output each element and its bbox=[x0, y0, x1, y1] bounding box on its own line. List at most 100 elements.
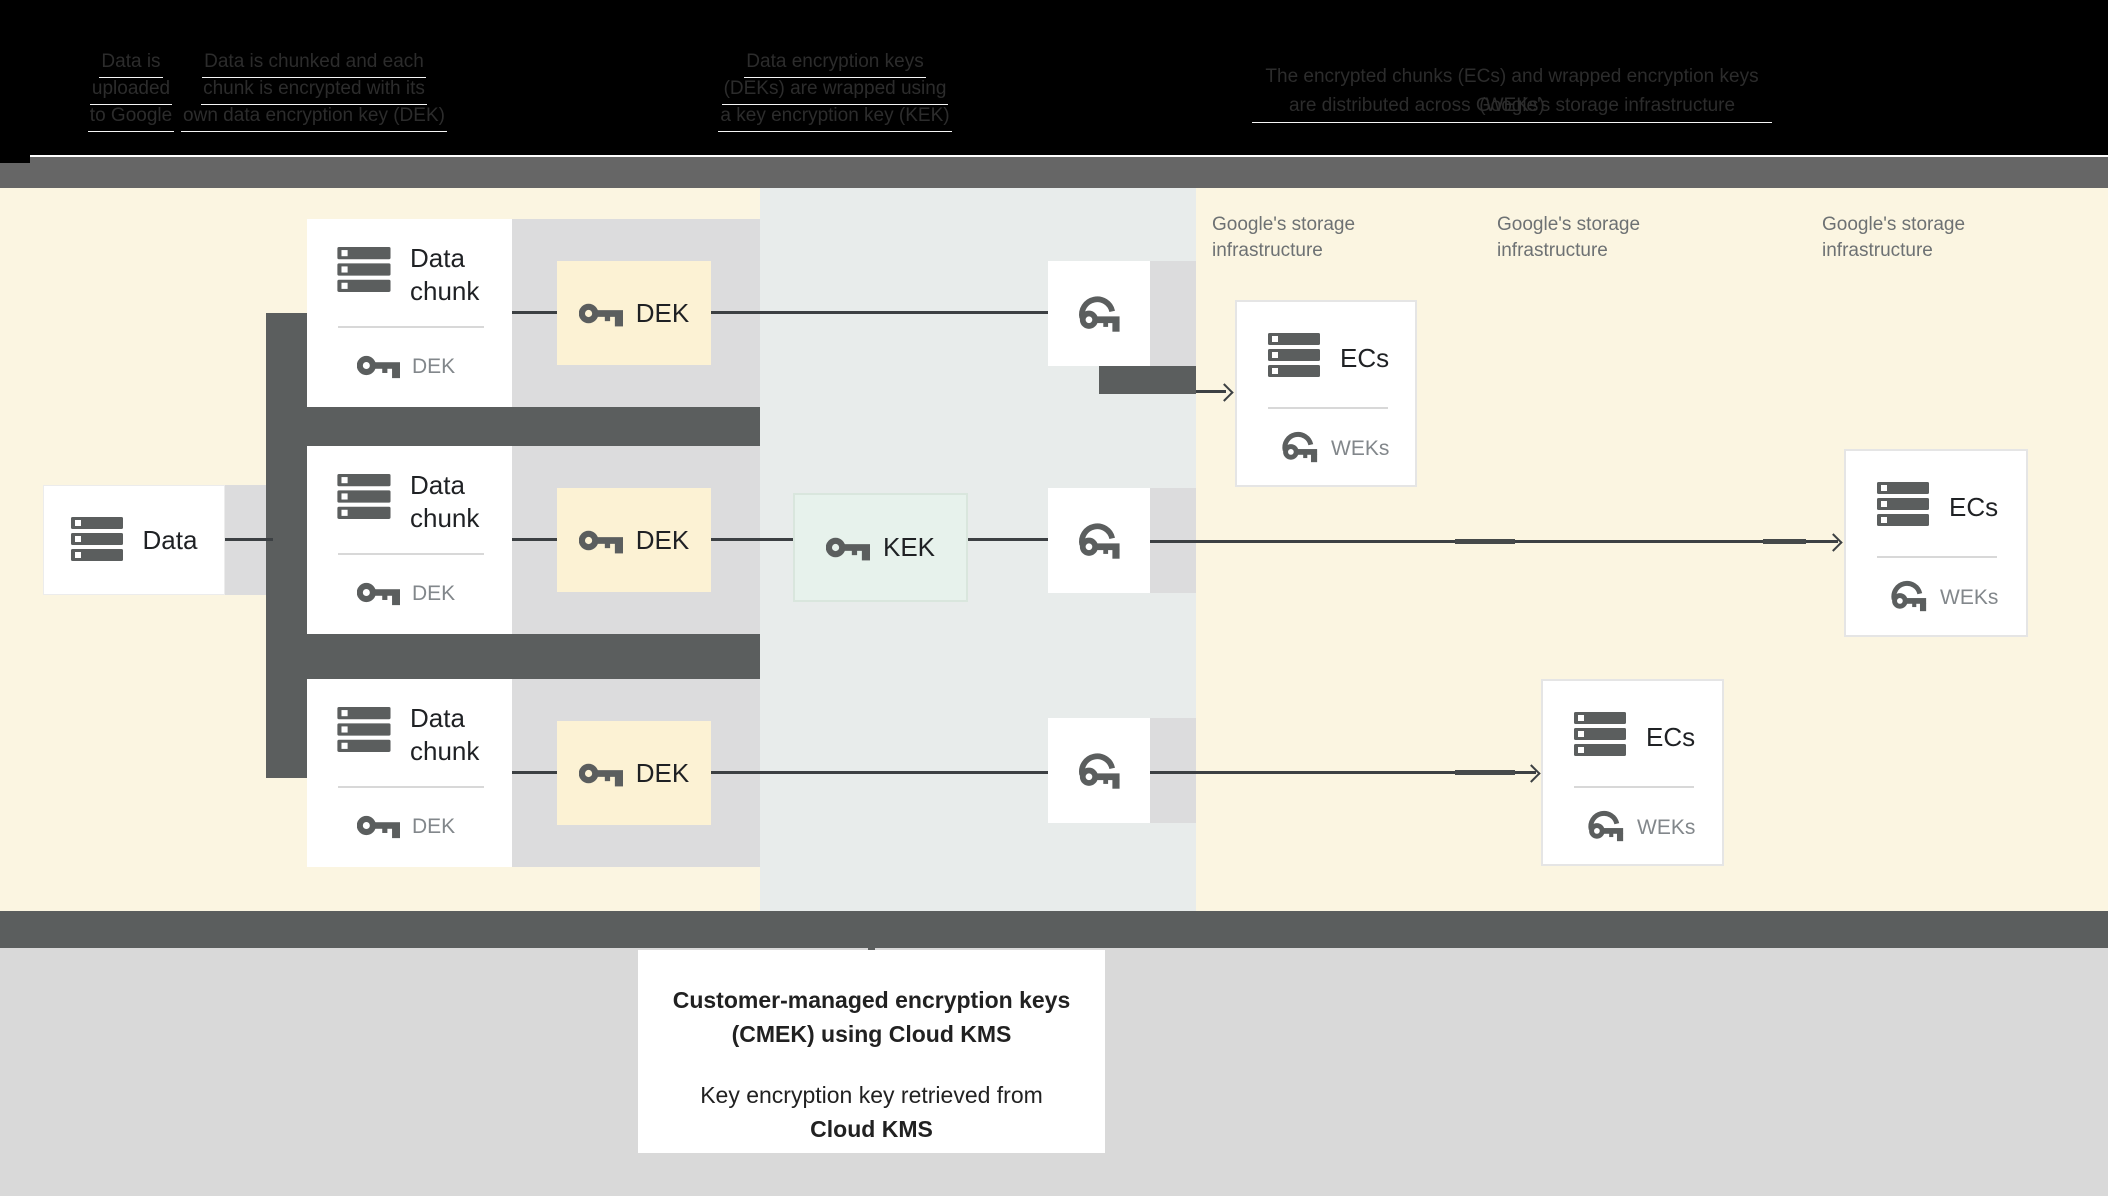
wrap-key-box-3 bbox=[1048, 718, 1150, 823]
caption-line-1: Customer-managed encryption keys bbox=[672, 987, 1071, 1013]
wrapped-key-icon bbox=[1279, 428, 1320, 466]
elbow-connector bbox=[1099, 366, 1196, 394]
key-icon bbox=[579, 527, 623, 554]
header-step-1-line-1: Data is bbox=[99, 48, 163, 78]
wrapped-key-icon bbox=[1585, 807, 1626, 845]
header-step-3-line-1: Data encryption keys bbox=[744, 48, 926, 78]
ecs-divider bbox=[1574, 786, 1694, 788]
header-step-2-line-3: own data encryption key (DEK) bbox=[181, 102, 447, 132]
dek-box-3: DEK bbox=[557, 721, 711, 825]
ecs-divider bbox=[1877, 556, 1997, 558]
storage-label-line: Google's storage bbox=[1212, 214, 1356, 235]
key-icon bbox=[357, 352, 400, 379]
wrapped-key-icon bbox=[1075, 749, 1123, 793]
ecs-label: ECs bbox=[1340, 343, 1390, 373]
key-icon bbox=[826, 534, 870, 561]
storage-label-line: Google's storage bbox=[1497, 214, 1641, 235]
header-step-4-line-2: are distributed across Google's storage … bbox=[1286, 91, 1738, 123]
caption-line-2: (CMEK) using Cloud KMS bbox=[731, 1021, 1012, 1047]
storage-label-2: Google's storage infrastructure bbox=[1497, 212, 1640, 264]
key-icon bbox=[579, 300, 623, 327]
ecs-label: ECs bbox=[1949, 492, 1999, 522]
data-chunk-box-3: Data chunk DEK bbox=[307, 679, 512, 867]
wrap-key-box-2 bbox=[1048, 488, 1150, 593]
chunk-divider bbox=[338, 553, 484, 555]
line-dek3-to-wrap3 bbox=[711, 771, 1048, 774]
storage-label-line: Google's storage bbox=[1822, 214, 1966, 235]
weks-label: WEKs bbox=[1637, 816, 1696, 839]
arrow-thick-segment bbox=[1455, 538, 1515, 544]
key-icon bbox=[357, 812, 400, 839]
header-step-3-line-2: (DEKs) are wrapped using bbox=[721, 75, 949, 105]
weks-label: WEKs bbox=[1940, 586, 1999, 609]
key-icon bbox=[579, 760, 623, 787]
cmek-caption-box: Customer-managed encryption keys (CMEK) … bbox=[638, 950, 1105, 1153]
chunk-dek-label: DEK bbox=[412, 582, 456, 605]
chunk-dek-label: DEK bbox=[412, 815, 456, 838]
header-step-1-line-2: uploaded bbox=[89, 75, 173, 105]
chunk-divider bbox=[338, 786, 484, 788]
ecs-box-3: ECs WEKs bbox=[1541, 679, 1724, 866]
wrap-key-box-1 bbox=[1048, 261, 1150, 366]
caption-line-4: Cloud KMS bbox=[810, 1116, 933, 1142]
line-dek2-to-kek bbox=[711, 538, 793, 541]
data-stack-icon bbox=[1877, 482, 1933, 528]
splitter-bar-bottom bbox=[266, 634, 760, 679]
arrow-thick-segment bbox=[1763, 538, 1806, 544]
line-data-to-trunk bbox=[223, 538, 273, 541]
arrow-to-ecs1 bbox=[1196, 390, 1226, 393]
kek-box: KEK bbox=[793, 493, 968, 602]
dek-box-label: DEK bbox=[635, 757, 690, 788]
wrapped-key-icon bbox=[1888, 577, 1929, 615]
header-corner-notch bbox=[0, 150, 30, 163]
arrow-thick-segment bbox=[1455, 769, 1515, 775]
storage-label-line: infrastructure bbox=[1497, 240, 1608, 261]
data-box-label: Data bbox=[142, 524, 198, 555]
line-chunk2-to-dek2 bbox=[512, 538, 557, 541]
header-step-2: Data is chunked and each chunk is encryp… bbox=[174, 48, 454, 132]
kek-box-label: KEK bbox=[882, 532, 936, 562]
line-dek1-to-wrap1 bbox=[711, 311, 1048, 314]
wrapped-key-icon bbox=[1075, 519, 1123, 563]
wrap-tail-3 bbox=[1150, 718, 1196, 823]
header-step-4: The encrypted chunks (ECs) and wrapped e… bbox=[1252, 62, 1772, 123]
dek-box-label: DEK bbox=[635, 524, 690, 555]
wrap-tail-1 bbox=[1150, 261, 1196, 366]
storage-label-3: Google's storage infrastructure bbox=[1822, 212, 1965, 264]
header-step-3-line-3: a key encryption key (KEK) bbox=[718, 102, 952, 132]
chunk-dek-label: DEK bbox=[412, 355, 456, 378]
data-stack-icon bbox=[71, 517, 127, 563]
header-step-1: Data is uploaded to Google bbox=[31, 48, 231, 132]
chunk-divider bbox=[338, 326, 484, 328]
data-stack-icon bbox=[337, 707, 395, 754]
data-stack-icon bbox=[337, 247, 395, 294]
data-chunk-label: Data chunk bbox=[410, 243, 480, 306]
splitter-bar-top bbox=[266, 407, 760, 446]
storage-label-1: Google's storage infrastructure bbox=[1212, 212, 1355, 264]
data-stack-icon bbox=[1574, 712, 1630, 758]
line-kek-to-wrap2 bbox=[968, 538, 1048, 541]
line-chunk3-to-dek3 bbox=[512, 771, 557, 774]
dek-box-2: DEK bbox=[557, 488, 711, 592]
ecs-label: ECs bbox=[1646, 722, 1696, 752]
caption-spacer bbox=[638, 1051, 1105, 1078]
header-divider-line bbox=[30, 155, 2108, 157]
data-chunk-label: Data chunk bbox=[410, 470, 480, 533]
data-box: Data bbox=[43, 485, 225, 595]
caption-line-3: Key encryption key retrieved from bbox=[700, 1082, 1043, 1108]
header-step-3: Data encryption keys (DEKs) are wrapped … bbox=[695, 48, 975, 132]
data-stack-icon bbox=[1268, 333, 1324, 379]
data-chunk-box-2: Data chunk DEK bbox=[307, 446, 512, 634]
line-chunk1-to-dek1 bbox=[512, 311, 557, 314]
ecs-divider bbox=[1268, 407, 1388, 409]
footer-dark-band bbox=[0, 911, 2108, 948]
header-step-2-line-2: chunk is encrypted with its bbox=[201, 75, 427, 105]
dek-box-1: DEK bbox=[557, 261, 711, 365]
data-chunk-box-1: Data chunk DEK bbox=[307, 219, 512, 407]
header-step-2-line-1: Data is chunked and each bbox=[202, 48, 426, 78]
weks-label: WEKs bbox=[1331, 437, 1390, 460]
data-stack-icon bbox=[337, 474, 395, 521]
header-step-1-line-3: to Google bbox=[87, 102, 175, 132]
wrapped-key-icon bbox=[1075, 292, 1123, 336]
storage-label-line: infrastructure bbox=[1822, 240, 1933, 261]
